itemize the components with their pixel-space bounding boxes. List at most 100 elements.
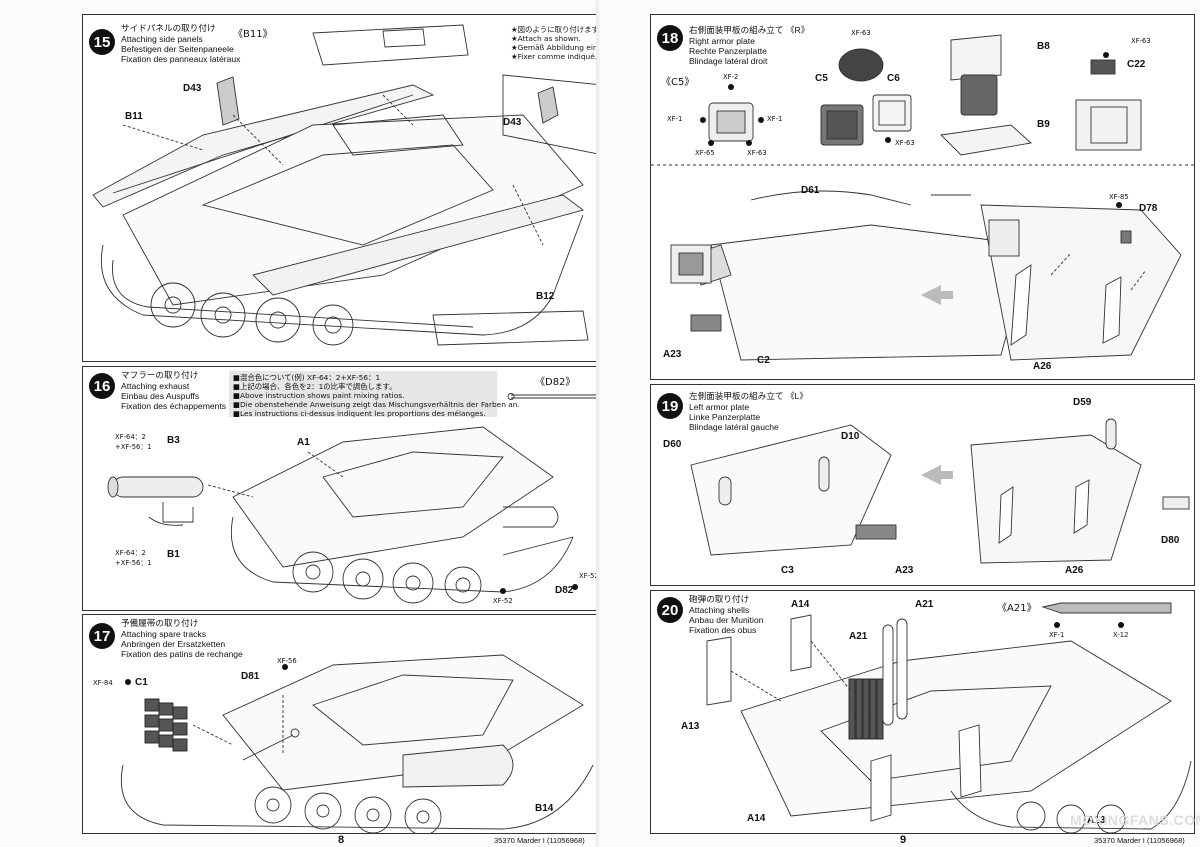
step-title: 左側面装甲板の組み立て 《L》 Left armor plate Linke P… [689,391,808,432]
step-number: 17 [89,623,115,649]
paint-label-xf52: XF-52 [493,597,513,605]
paint-label-xf84: XF-84 [93,679,113,687]
mix-line: +XF-56：1 [115,443,152,451]
part-label-b11: B11 [125,111,143,122]
title-jp: 予備履帯の取り付け [121,619,199,629]
paint-label-xf63: XF-63 [895,139,915,147]
title-fr: Fixation des échappements [121,401,227,411]
part-label-a1: A1 [297,437,310,448]
part-label-a13: A13 [681,721,700,732]
title-jp: サイドパネルの取り付け [121,24,216,34]
note-line: ■混合色について(例) XF-64：2+XF-56：1 [233,373,381,382]
title-fr: Blindage latéral droit [689,56,768,66]
paint-label-xf63: XF-63 [851,29,871,37]
title-en: Attaching shells [689,605,750,615]
title-de: Einbau des Auspuffs [121,391,200,401]
part-label-a14: A14 [747,813,766,824]
note-line: ■上記の場合、各色を2：1の比率で調色します。 [233,382,397,391]
step-18-panel: 18 右側面装甲板の組み立て 《R》 Right armor plate Rec… [650,14,1195,380]
step-15-diagram [92,24,604,346]
paint-label-xf1: XF-1 [1049,631,1065,639]
paint-label-xf63: XF-63 [747,149,767,157]
step-15-panel: 15 サイドパネルの取り付け Attaching side panels Bef… [82,14,623,362]
part-label-d81: D81 [241,671,260,682]
part-label-a13: A13 [1087,815,1106,826]
step-17-panel: 17 予備履帯の取り付け Attaching spare tracks Anbr… [82,614,614,834]
step-20-diagram [706,602,1192,833]
paint-mix-notes: ■混合色について(例) XF-64：2+XF-56：1 ■上記の場合、各色を2：… [233,373,520,418]
right-page: 18 右側面装甲板の組み立て 《R》 Right armor plate Rec… [600,0,1200,847]
part-label-a26: A26 [1033,361,1052,372]
step-number: 18 [657,25,683,51]
paint-mix-b3: XF-64：2 +XF-56：1 [115,431,151,451]
note-line: ■Above instruction shows paint mixing ra… [233,391,405,400]
part-label-b12: B12 [536,291,555,302]
title-en: Attaching side panels [121,34,203,44]
note-line: ★図のように取り付けます。 [511,25,606,34]
title-en: Attaching exhaust [121,381,190,391]
title-jp: マフラーの取り付け [121,371,199,381]
title-fr: Fixation des obus [689,625,757,635]
step-18-diagram [651,34,1194,361]
step-17-diagram [120,654,594,833]
part-label-d78: D78 [1139,203,1158,214]
step-title: 予備履帯の取り付け Attaching spare tracks Anbring… [121,619,243,659]
title-en: Left armor plate [689,402,750,412]
part-label-c3: C3 [781,565,794,576]
title-jp: 砲弾の取り付け [689,595,750,605]
part-label-a23: A23 [663,349,682,360]
step-number: 20 [657,597,683,623]
mix-line: XF-64：2 [115,433,146,441]
part-label-a21: A21 [915,599,934,610]
title-de: Linke Panzerplatte [689,412,761,422]
step-20-panel: 20 砲弾の取り付け Attaching shells Anbau der Mu… [650,590,1195,834]
title-en: Attaching spare tracks [121,629,207,639]
paint-label-xf56: XF-56 [277,657,297,665]
part-label-a14: A14 [791,599,810,610]
step-number: 19 [657,393,683,419]
part-label-b8: B8 [1037,41,1050,52]
title-fr: Fixation des patins de rechange [121,649,243,659]
part-reference: 《B11》 [233,29,273,40]
paint-label-xf63: XF-63 [1131,37,1151,45]
part-label-d43-inset: D43 [503,117,522,128]
page-number: 8 [338,834,345,846]
left-page: 15 サイドパネルの取り付け Attaching side panels Bef… [82,14,624,846]
part-reference: 《R》 [785,25,810,35]
part-label-b3: B3 [167,435,180,446]
part-label-c22: C22 [1127,59,1146,70]
step-19-panel: 19 左側面装甲板の組み立て 《L》 Left armor plate Link… [650,384,1195,586]
note-line: ■Die obenstehende Anweisung zeigt das Mi… [233,400,520,409]
part-label-c6: C6 [887,73,900,84]
paint-label-xf1: XF-1 [767,115,783,123]
step-number: 15 [89,29,115,55]
note-line: ★Gemäß Abbildung einbauen. [511,43,624,52]
note-line: ■Les instructions ci-dessus indiquent le… [233,409,486,418]
part-label-a21: A21 [849,631,868,642]
part-label-b14: B14 [535,803,554,814]
title-de: Rechte Panzerplatte [689,46,767,56]
kit-code: 35370 Marder I (11056968) [494,836,585,845]
title-de: Anbringen der Ersatzketten [121,639,226,649]
step-19-diagram [690,418,1190,564]
paint-label-xf65: XF-65 [695,149,715,157]
paint-mix-b1: XF-64：2 +XF-56：1 [115,547,151,567]
sub-part-reference: 《C5》 [661,77,695,88]
part-label-c2: C2 [757,355,770,366]
title-en: Right armor plate [689,36,755,46]
title-jp: 左側面装甲板の組み立て [689,392,784,402]
part-label-c5: C5 [815,73,828,84]
note-line: ★Attach as shown. [511,34,581,43]
part-label-a23: A23 [895,565,914,576]
part-reference: 《D82》 [535,377,576,388]
title-fr: Blindage latéral gauche [689,422,779,432]
paint-label-xf2: XF-2 [723,73,739,81]
title-de: Befestigen der Seitenpaneele [121,44,234,54]
step-16-panel: 16 マフラーの取り付け Attaching exhaust Einbau de… [82,366,614,611]
paint-label-xf85: XF-85 [1109,193,1129,201]
page-number: 9 [900,834,907,846]
part-label-d82: D82 [555,585,574,596]
paint-label-xf1: XF-1 [667,115,683,123]
kit-code: 35370 Marder I (11056968) [1094,836,1185,845]
part-label-a26: A26 [1065,565,1084,576]
